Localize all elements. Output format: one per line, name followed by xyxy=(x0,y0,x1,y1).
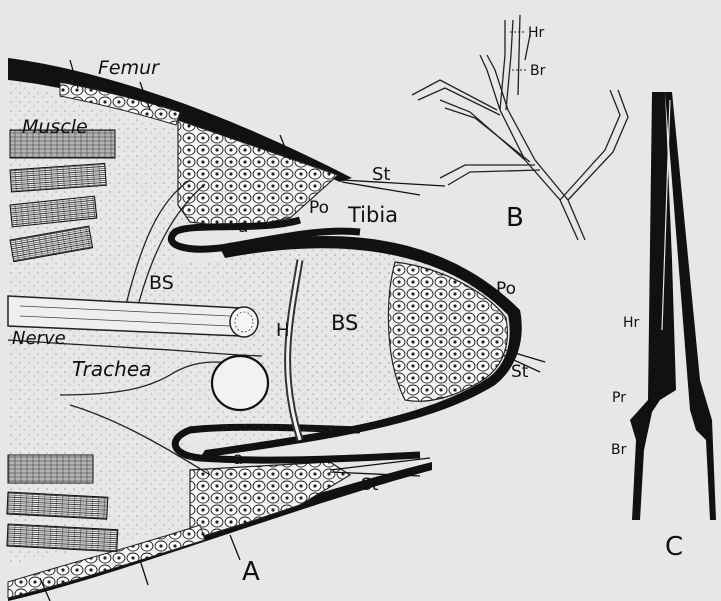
muscle-block-6 xyxy=(7,492,108,519)
panel-c xyxy=(630,92,716,520)
label-trachea: Trachea xyxy=(72,357,151,381)
nerve-end xyxy=(230,307,258,337)
label-st-lower: St xyxy=(361,475,379,495)
panel-letter-c: C xyxy=(665,532,683,562)
label-c-hr: Hr xyxy=(623,315,640,331)
label-bs-right: BS xyxy=(331,311,358,335)
label-a-upper: a xyxy=(238,217,248,237)
label-b-br: Br xyxy=(530,63,546,79)
seta-branch-main xyxy=(480,55,578,240)
muscle-block-5 xyxy=(8,455,93,483)
label-st-right: St xyxy=(511,362,529,382)
label-b-hr: Hr xyxy=(528,25,545,41)
label-nerve: Nerve xyxy=(12,328,66,349)
label-c-br: Br xyxy=(611,442,627,458)
tracheal-section xyxy=(212,356,268,410)
panel-letter-b: B xyxy=(506,203,524,233)
label-po-right: Po xyxy=(496,279,516,299)
label-muscle: Muscle xyxy=(22,116,88,138)
label-st-upper: St xyxy=(372,164,390,185)
label-tibia: Tibia xyxy=(347,203,398,227)
panel-letter-a: A xyxy=(242,557,260,587)
label-femur: Femur xyxy=(98,57,160,79)
label-bs-left: BS xyxy=(149,272,174,294)
label-c-pr: Pr xyxy=(612,390,626,406)
label-po-upper: Po xyxy=(309,198,329,218)
label-a-lower: a xyxy=(233,449,243,469)
label-h: H xyxy=(276,320,290,341)
seta-c-left xyxy=(630,92,676,520)
